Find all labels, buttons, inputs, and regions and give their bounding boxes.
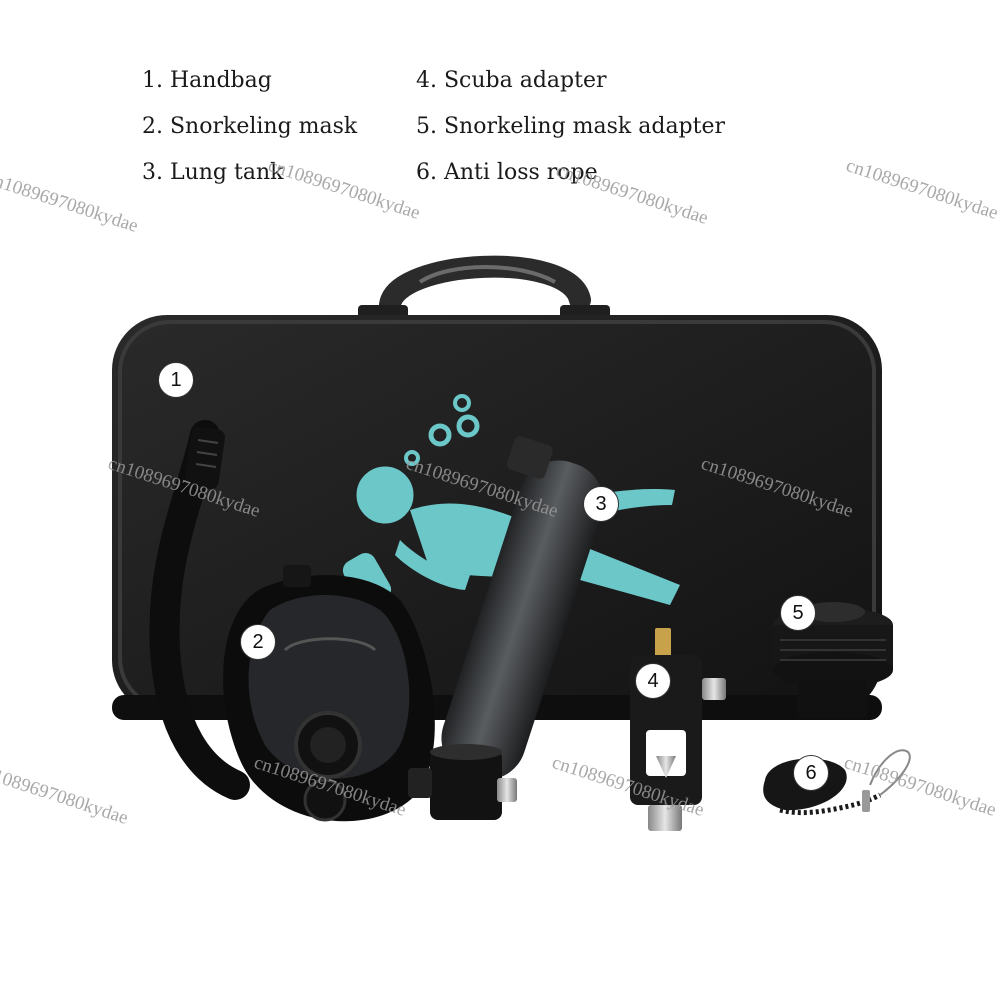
legend-item-handbag: 1. Handbag [142, 68, 272, 93]
callout-3-badge: 3 [583, 486, 619, 522]
legend-item-scuba-adapter: 4. Scuba adapter [416, 68, 607, 93]
callout-1-badge: 1 [158, 362, 194, 398]
callout-5-badge: 5 [780, 595, 816, 631]
legend-item-anti-loss-rope: 6. Anti loss rope [416, 160, 598, 185]
parts-legend: 1. Handbag 2. Snorkeling mask 3. Lung ta… [142, 62, 762, 202]
snorkel-tube [149, 420, 250, 800]
legend-item-snorkeling-mask-adapter: 5. Snorkeling mask adapter [416, 114, 726, 139]
snorkeling-mask [223, 565, 435, 822]
legend-item-snorkeling-mask: 2. Snorkeling mask [142, 114, 358, 139]
lung-tank [408, 436, 604, 820]
callout-6-badge: 6 [793, 755, 829, 791]
callout-4-badge: 4 [635, 663, 671, 699]
legend-item-lung-tank: 3. Lung tank [142, 160, 284, 185]
scuba-adapter [630, 628, 726, 831]
case-handle [358, 255, 610, 323]
callout-2-badge: 2 [240, 624, 276, 660]
snorkeling-mask-adapter [773, 602, 893, 718]
